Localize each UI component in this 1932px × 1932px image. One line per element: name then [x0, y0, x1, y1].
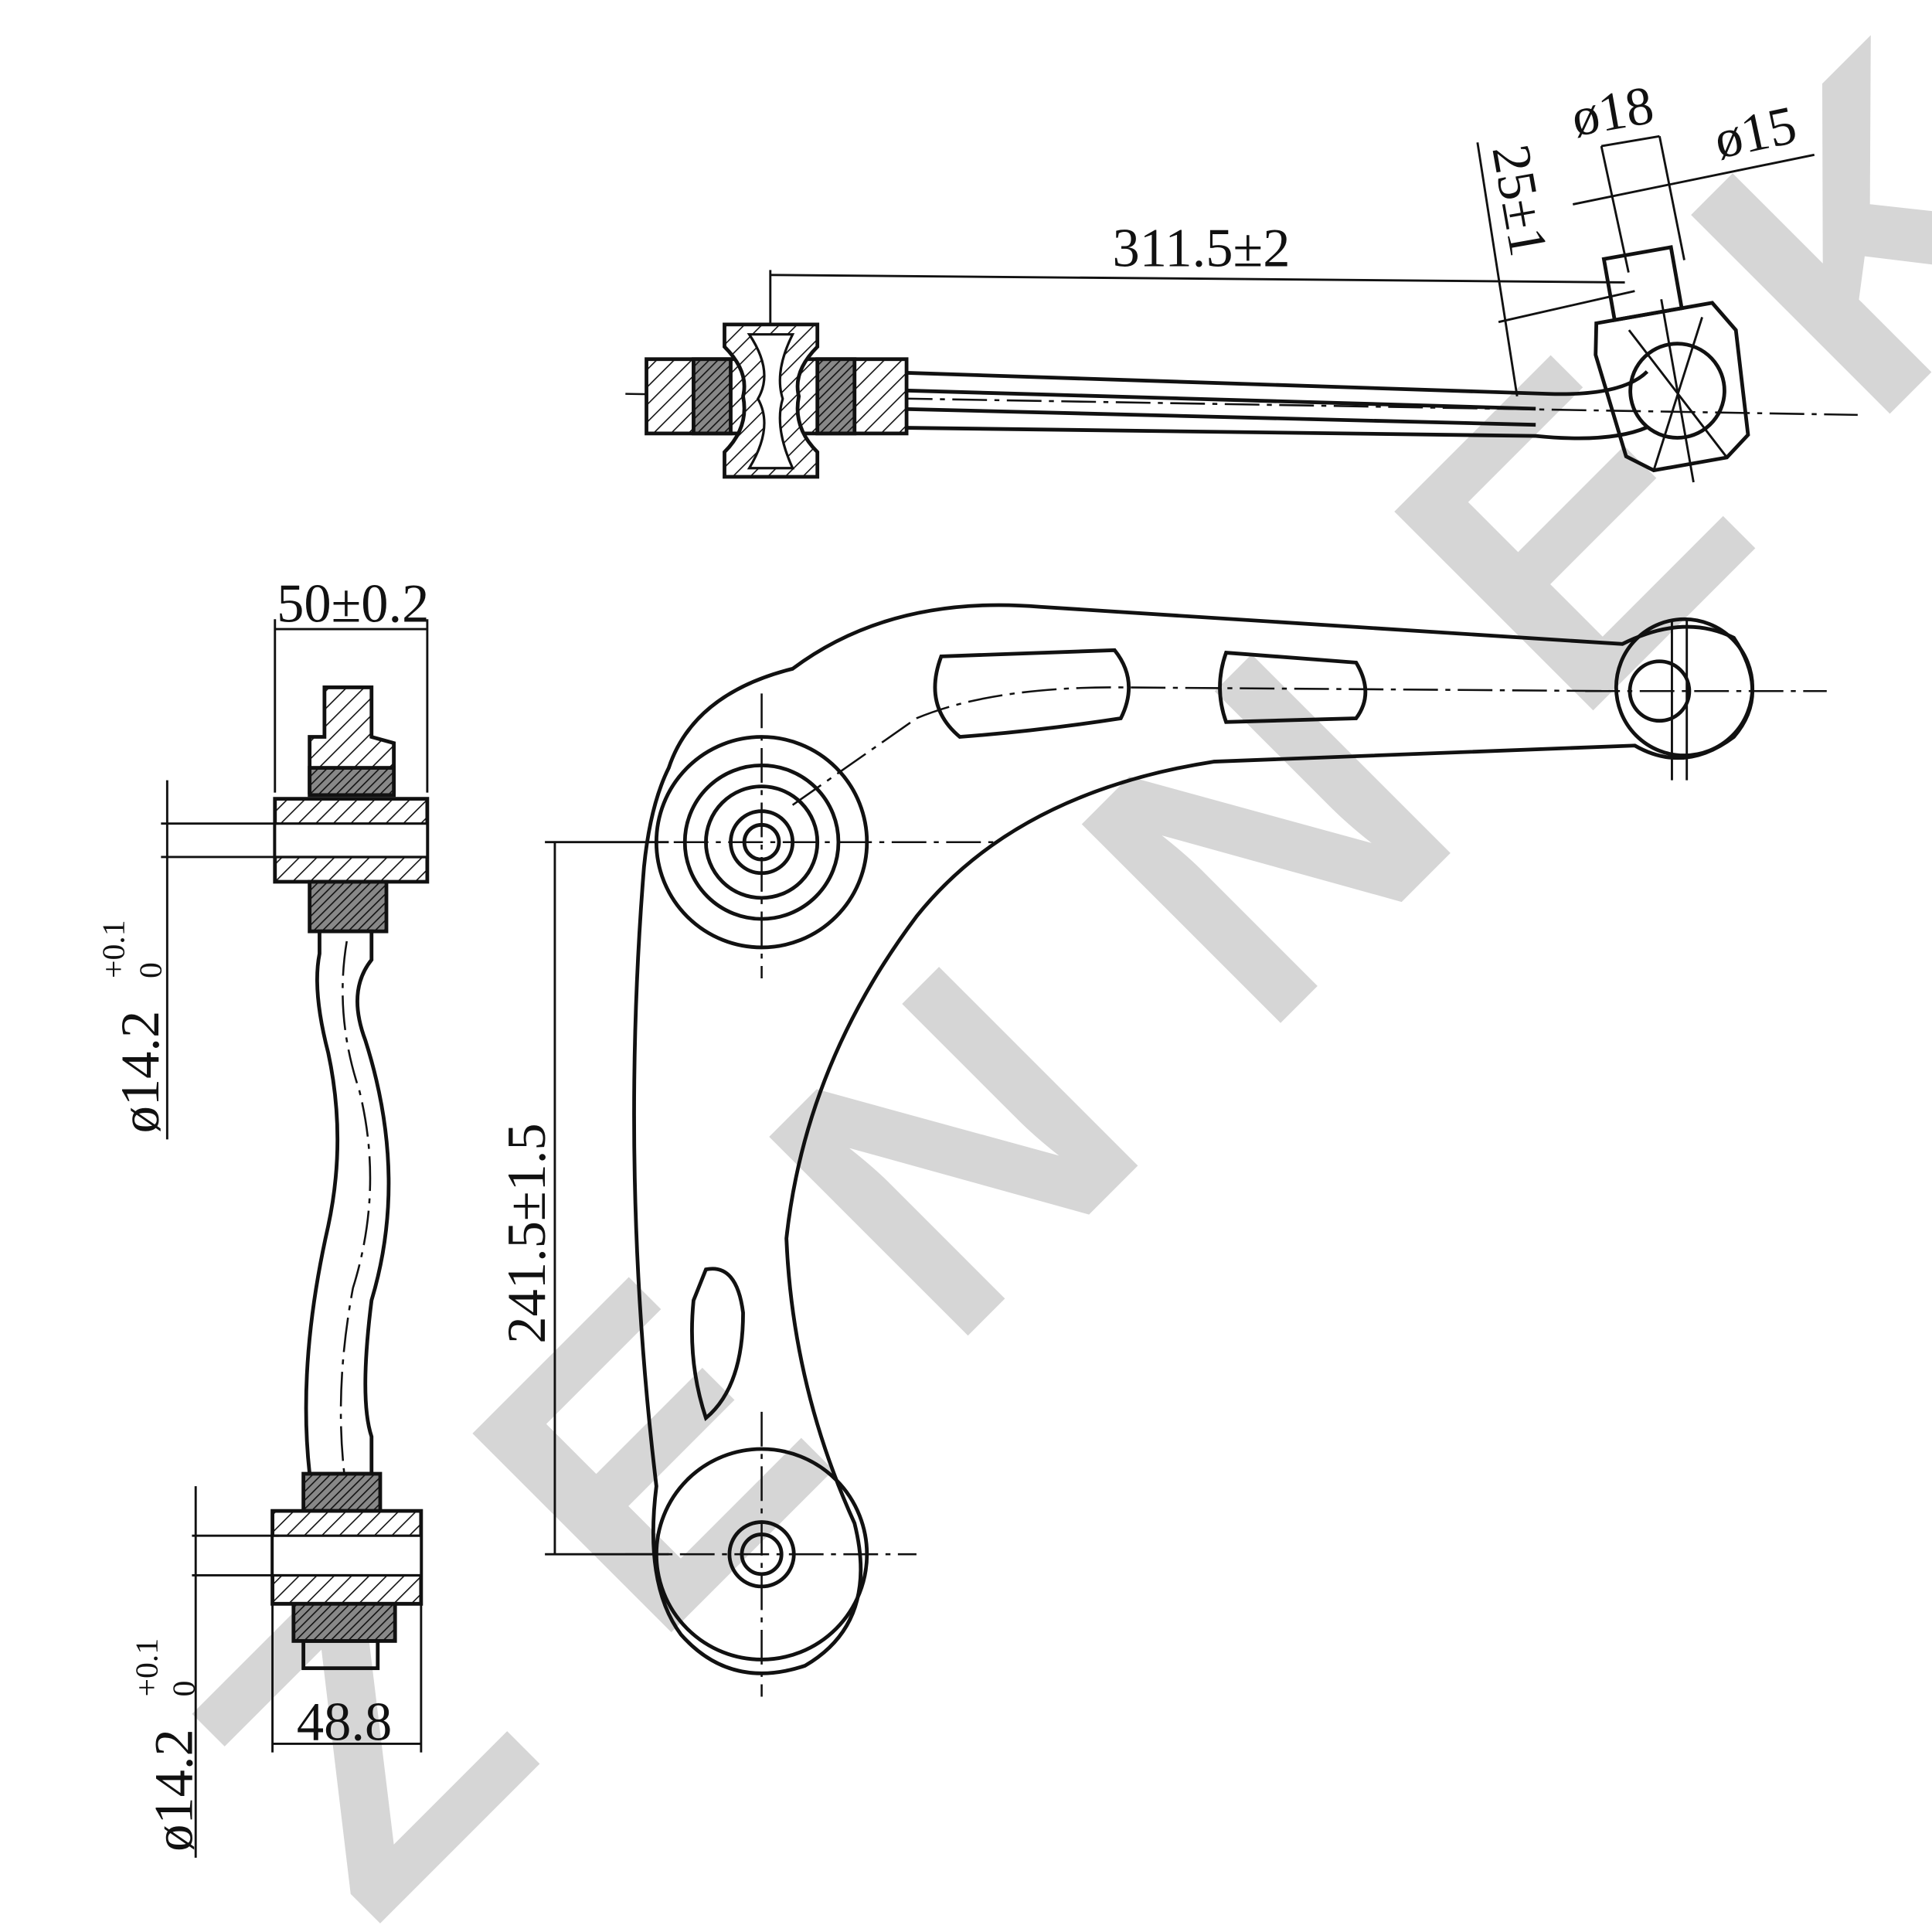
dim-rear-tol-lower: 0: [167, 1681, 202, 1697]
dim-rear-bushing-bore: ø14.2: [144, 1729, 204, 1852]
dim-front-bushing-width: 50±0.2: [277, 573, 429, 634]
dim-front-bushing-bore: ø14.2: [111, 1011, 171, 1134]
dim-bushing-spacing: 241.5±1.5: [497, 1123, 557, 1343]
side-view: 50±0.2 ø14.2 +0.1 0 ø14.2 +0.1 0 48.8: [96, 573, 429, 1858]
dim-ball-offset: 25±1: [1480, 141, 1559, 261]
dim-front-tol-lower: 0: [133, 962, 168, 978]
dim-rear-bushing-width: 48.8: [297, 1692, 392, 1753]
dim-front-tol-upper: +0.1: [96, 920, 131, 978]
dim-length-top: 311.5±2: [1113, 219, 1291, 279]
dim-rear-tol-upper: +0.1: [130, 1638, 165, 1697]
top-view: 311.5±2 25±1 ø18 ø15: [625, 75, 1858, 483]
plan-view: 241.5±1.5: [497, 603, 1827, 1697]
dim-ball-stud-outer: ø18: [1567, 75, 1658, 148]
